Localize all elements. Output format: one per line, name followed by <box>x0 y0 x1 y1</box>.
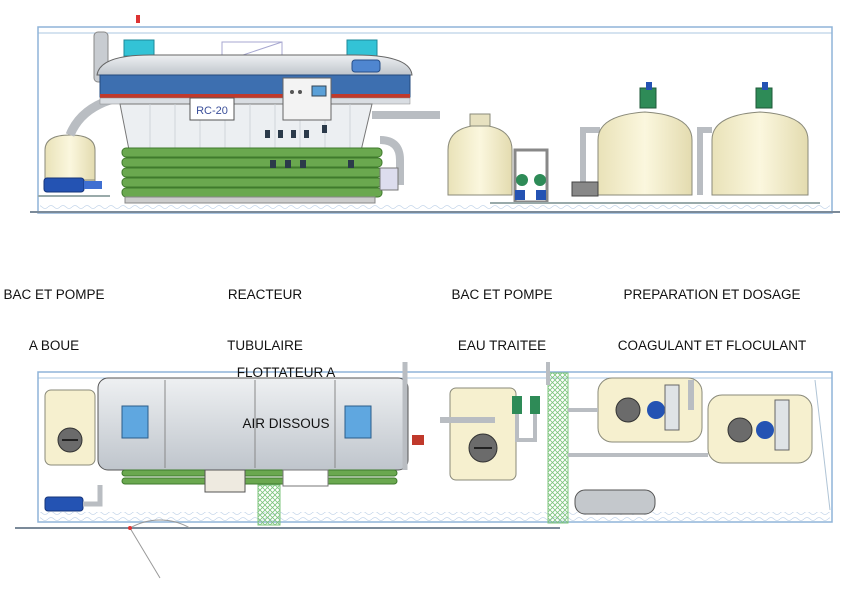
sludge-pump-icon <box>38 177 110 197</box>
label-dissolved-air-flotation: FLOTTATEUR A AIR DISSOUS <box>228 330 344 449</box>
label-line: EAU TRAITEE <box>457 338 547 353</box>
label-tubular-reactor: REACTEUR TUBULAIRE <box>215 252 315 371</box>
label-line: AIR DISSOUS <box>242 416 330 431</box>
mixer-motor-icon <box>639 87 657 109</box>
equipment-plate <box>189 97 235 121</box>
cyan-unit-plan-left <box>121 405 149 439</box>
sludge-pump-plan-icon <box>44 485 103 512</box>
dosing-tanks-plan <box>568 377 831 515</box>
treated-water-pumps-icon <box>513 148 549 204</box>
cyan-unit-plan-right <box>344 405 372 439</box>
air-receiver-tank <box>574 489 656 515</box>
label-line: BAC ET POMPE <box>451 287 553 302</box>
plan-view <box>15 362 833 579</box>
floor-grating-right <box>547 372 569 524</box>
door-swing <box>129 519 191 579</box>
label-treated-water-tank-pump: BAC ET POMPE EAU TRAITEE <box>446 252 558 371</box>
cyan-unit-left <box>123 39 155 57</box>
treated-water-tank-elevation <box>447 113 560 204</box>
label-line: PREPARATION ET DOSAGE <box>623 287 801 302</box>
label-sludge-tank-pump: BAC ET POMPE A BOUE <box>0 252 108 371</box>
container-outline-bottom <box>37 371 833 523</box>
tubular-reactor-elevation <box>121 147 383 198</box>
label-line: BAC ET POMPE <box>3 287 105 302</box>
mixer-motor-icon-2 <box>755 87 773 109</box>
sludge-tank-elevation <box>38 31 115 197</box>
flotation-unit-plan <box>97 362 424 493</box>
equipment-plate-text: RC-20 <box>196 105 228 117</box>
label-line: FLOTTATEUR A <box>236 365 336 380</box>
control-cabinet <box>282 77 332 121</box>
tubular-reactor-plan <box>121 469 398 485</box>
label-line: TUBULAIRE <box>227 338 303 353</box>
treated-water-tank-plan <box>440 362 550 481</box>
flotation-unit-elevation: RC-20 <box>96 39 440 204</box>
floor-grating-left <box>257 484 281 526</box>
sludge-tank-plan <box>44 389 103 512</box>
floor-waves-top <box>40 204 830 212</box>
cyan-unit-right <box>346 39 378 57</box>
label-line: REACTEUR <box>227 287 303 302</box>
label-coagulant-flocculant-dosing: PREPARATION ET DOSAGE COAGULANT ET FLOCU… <box>612 252 812 371</box>
label-line: A BOUE <box>28 338 80 353</box>
treated-water-pumps-plan-icon <box>512 396 540 442</box>
elevation-view: RC-20 <box>30 15 840 214</box>
dosing-tanks-elevation <box>560 82 820 204</box>
label-line: COAGULANT ET FLOCULANT <box>617 338 807 353</box>
